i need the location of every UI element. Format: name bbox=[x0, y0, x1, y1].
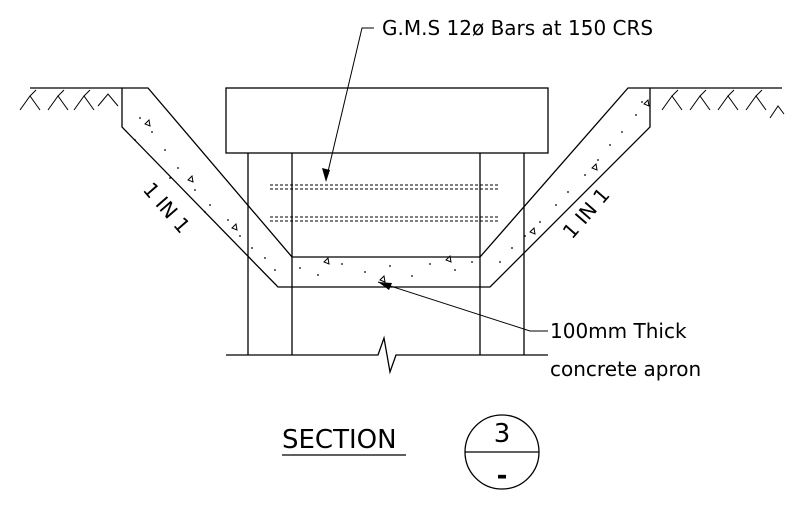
concrete-apron bbox=[121, 87, 651, 288]
earth-hatch-left bbox=[19, 89, 119, 111]
earth-hatch-right bbox=[661, 89, 785, 119]
apron-leader bbox=[377, 281, 548, 332]
section-tag-sheet: - bbox=[497, 461, 508, 491]
bars-note-label: G.M.S 12ø Bars at 150 CRS bbox=[382, 16, 653, 40]
break-line bbox=[226, 335, 548, 375]
pier-columns bbox=[247, 153, 525, 355]
apron-note-line2: concrete apron bbox=[550, 357, 701, 381]
section-title: SECTION bbox=[282, 425, 397, 455]
section-tag-number: 3 bbox=[494, 419, 511, 449]
reinforcement-bars bbox=[270, 184, 500, 222]
pier-cap bbox=[225, 87, 549, 154]
slope-label-left: 1 IN 1 bbox=[138, 178, 195, 238]
section-tag bbox=[464, 414, 540, 490]
bars-leader bbox=[322, 27, 374, 182]
slope-label-right: 1 IN 1 bbox=[558, 183, 615, 243]
apron-note-line1: 100mm Thick bbox=[550, 319, 687, 343]
